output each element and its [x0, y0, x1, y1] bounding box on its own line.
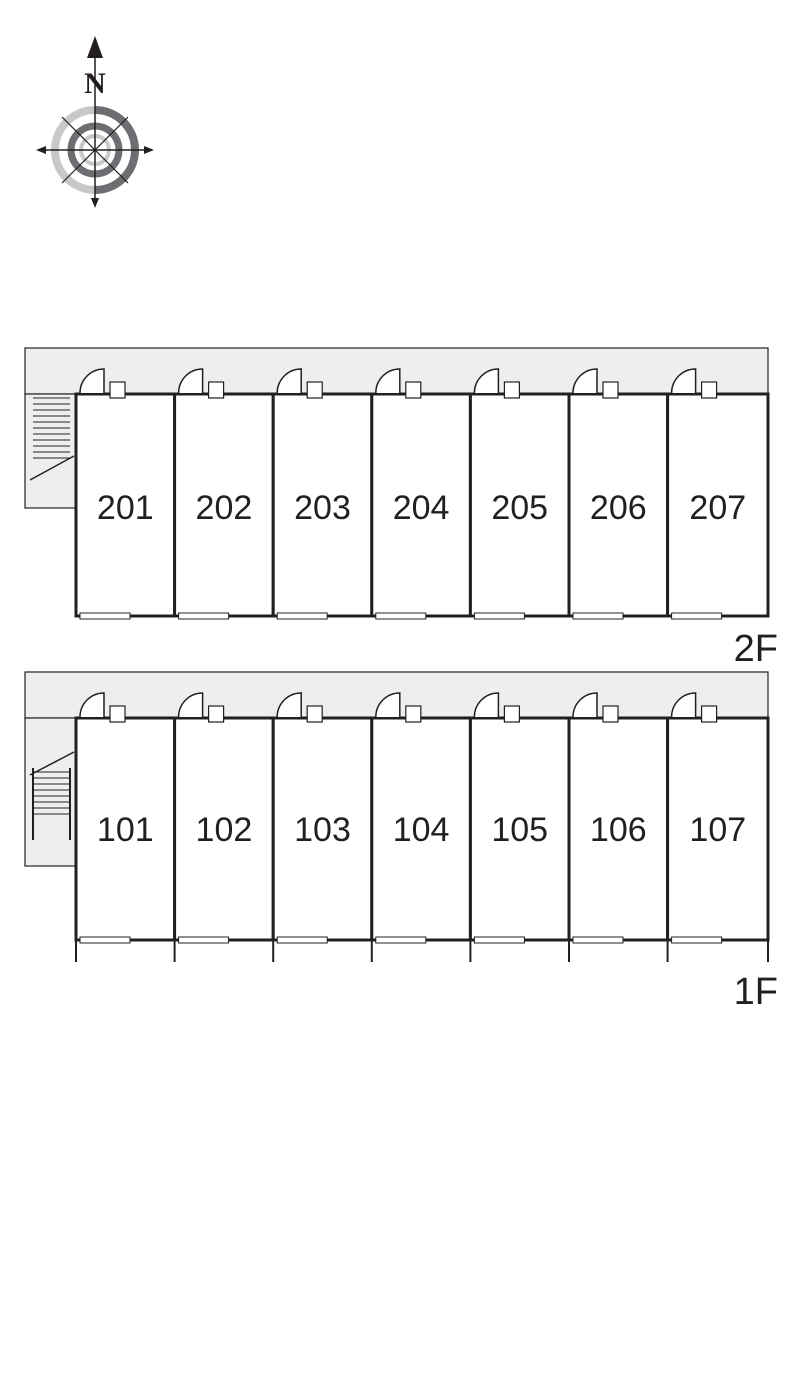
unit-105: 105 — [468, 692, 571, 944]
staircase-1f-icon — [29, 751, 75, 840]
floor-2f: 201 202 203 204 205 — [24, 347, 778, 670]
unit-number: 104 — [393, 811, 450, 849]
ground-partition-ticks — [75, 940, 769, 962]
unit-106: 106 — [567, 692, 670, 944]
unit-203: 203 — [271, 368, 374, 620]
compass-rose-icon: N — [36, 36, 154, 208]
unit-number: 202 — [196, 489, 253, 527]
staircase-2f-icon — [29, 397, 75, 481]
unit-205: 205 — [468, 368, 571, 620]
unit-204: 204 — [370, 368, 472, 620]
unit-103: 103 — [271, 692, 374, 944]
unit-101: 101 — [74, 692, 177, 944]
unit-number: 204 — [393, 489, 450, 527]
floor-label-1f: 1F — [734, 971, 778, 1013]
unit-107: 107 — [666, 692, 770, 944]
unit-207: 207 — [666, 368, 770, 620]
north-arrow-icon — [87, 36, 103, 58]
unit-number: 206 — [590, 489, 647, 527]
stair-landing-2f — [24, 393, 77, 509]
unit-102: 102 — [173, 692, 275, 944]
unit-number: 101 — [97, 811, 154, 849]
unit-number: 203 — [294, 489, 351, 527]
unit-201: 201 — [74, 368, 177, 620]
unit-202: 202 — [173, 368, 275, 620]
unit-number: 103 — [294, 811, 351, 849]
unit-number: 105 — [491, 811, 548, 849]
unit-number: 201 — [97, 489, 154, 527]
unit-206: 206 — [567, 368, 670, 620]
unit-number: 106 — [590, 811, 647, 849]
north-label: N — [84, 67, 106, 100]
unit-number: 207 — [689, 489, 746, 527]
unit-104: 104 — [370, 692, 472, 944]
floor-label-2f: 2F — [734, 628, 778, 670]
floor-1f: 101 102 103 104 105 — [24, 671, 778, 1013]
unit-number: 205 — [491, 489, 548, 527]
unit-number: 107 — [689, 811, 746, 849]
unit-number: 102 — [196, 811, 253, 849]
